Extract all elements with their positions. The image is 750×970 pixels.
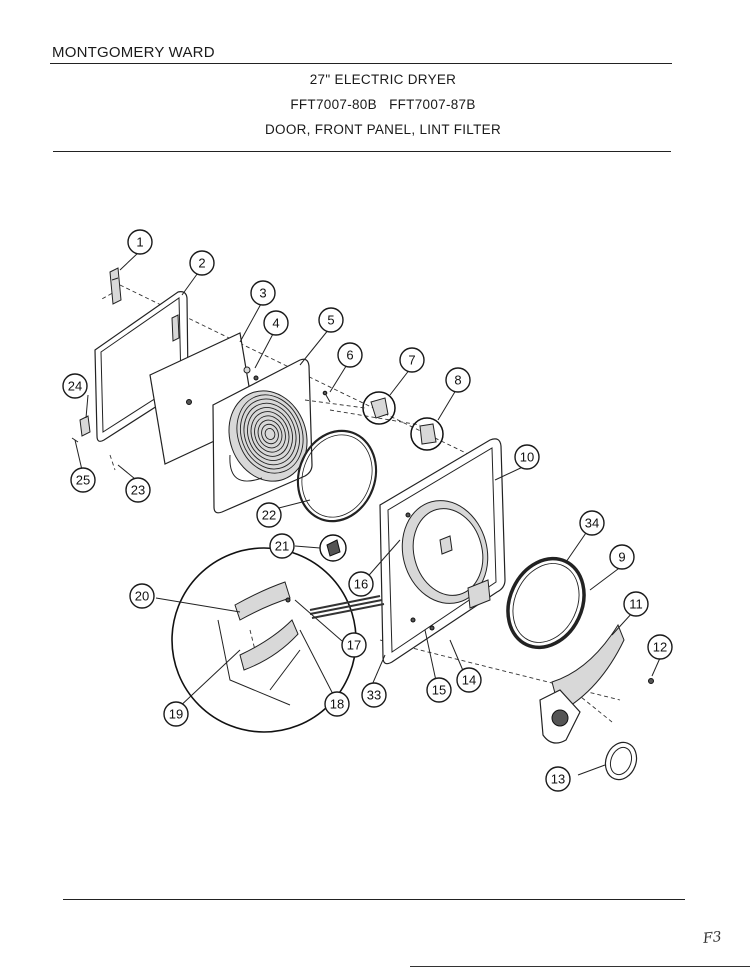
divider-rule [53,151,671,152]
callout-14-label: 14 [462,673,476,688]
document-title: 27" ELECTRIC DRYER [309,72,457,87]
callout-23: 23 [125,477,151,503]
callout-24: 24 [62,373,88,399]
callout-16-label: 16 [354,577,368,592]
part-fastener [243,366,259,381]
callout-2: 2 [189,250,215,276]
callout-17: 17 [341,632,367,658]
lint-screen-grille [236,394,304,474]
callout-11: 11 [623,591,649,617]
callout-1-label: 1 [136,235,143,250]
part-front-panel [379,438,506,665]
grille-ring [247,407,293,461]
grille-ring [243,402,297,466]
part-lint-duct [539,623,625,744]
callout-25-label: 25 [76,473,90,488]
callout-22-label: 22 [262,508,276,523]
callout-33-label: 33 [367,688,381,703]
callout-18-label: 18 [330,697,344,712]
part-door-latch [304,391,396,425]
callout-15: 15 [426,677,452,703]
brand-name: MONTGOMERY WARD [52,44,215,61]
callout-13: 13 [545,766,571,792]
callout-12-label: 12 [653,640,667,655]
callout-15-label: 15 [432,683,446,698]
part-screw [322,390,331,403]
callout-21-label: 21 [275,539,289,554]
callout-10: 10 [514,444,540,470]
callout-9: 9 [609,544,635,570]
callout-9-label: 9 [618,550,625,565]
callout-4-label: 4 [272,316,279,331]
callout-8-label: 8 [454,373,461,388]
grille-ring [236,394,304,474]
handwritten-mark: F3 [702,929,723,947]
page-edge-rule [410,966,750,967]
model-numbers: FFT7007-80B FFT7007-87B [290,97,476,112]
grille-ring [261,423,279,445]
callout-7: 7 [399,347,425,373]
callout-18: 18 [324,691,350,717]
callout-2-label: 2 [198,256,205,271]
part-selector [319,534,347,562]
detail-magnifier [171,547,385,733]
part-door-strike [410,417,444,451]
callout-33: 33 [361,682,387,708]
callout-11-label: 11 [629,597,643,612]
callout-19: 19 [163,701,189,727]
callout-12: 12 [647,634,673,660]
callout-7-label: 7 [408,353,415,368]
callout-23-label: 23 [131,483,145,498]
part-duct-screw [648,678,654,684]
callout-17-label: 17 [347,638,361,653]
callout-1: 1 [127,229,153,255]
callout-21: 21 [269,533,295,559]
part-door-liner [212,358,313,514]
callout-4: 4 [263,310,289,336]
callout-3-label: 3 [259,286,266,301]
callout-6: 6 [337,342,363,368]
callout-8: 8 [445,367,471,393]
callout-34-label: 34 [585,516,599,531]
part-hinge [71,415,91,443]
callout-16: 16 [348,571,374,597]
callout-22: 22 [256,502,282,528]
callout-10-label: 10 [520,450,534,465]
grille-ring [257,419,283,449]
callout-3: 3 [250,280,276,306]
callout-14: 14 [456,667,482,693]
callout-19-label: 19 [169,707,183,722]
footer-rule [63,899,685,900]
grille-ring [264,428,276,440]
part-grommet [604,741,638,781]
callout-20: 20 [129,583,155,609]
callout-20-label: 20 [135,589,149,604]
part-door-handle [109,267,122,305]
part-front-bearing-ring [506,556,586,650]
grille-ring [240,398,300,470]
callout-25: 25 [70,467,96,493]
callout-24-label: 24 [68,379,82,394]
grille-ring [254,415,286,453]
callout-13-label: 13 [551,772,565,787]
callout-6-label: 6 [346,348,353,363]
callout-34: 34 [579,510,605,536]
header-rule [50,63,672,64]
callout-5: 5 [318,307,344,333]
grille-ring [250,411,290,457]
callout-5-label: 5 [327,313,334,328]
section-title: DOOR, FRONT PANEL, LINT FILTER [264,122,502,137]
part-door-seal [296,429,378,523]
